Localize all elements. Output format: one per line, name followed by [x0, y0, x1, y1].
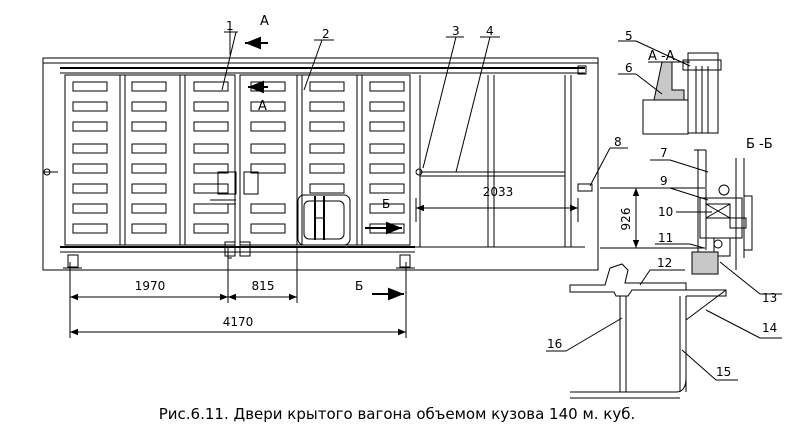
corrugation-cell [131, 101, 167, 112]
callout-5: 5 [625, 29, 633, 43]
corrugation-cell [193, 81, 229, 92]
corrugation-cell [369, 101, 405, 112]
corrugation-cell [72, 121, 108, 132]
corrugation-cell [250, 163, 286, 174]
section-b-marks: Б Б [355, 197, 404, 301]
corrugation-cell [72, 143, 108, 154]
wagon-outline [42, 57, 599, 271]
roller-4 [399, 254, 411, 268]
corrugation-cell [193, 203, 229, 214]
wagon-side-view [42, 57, 599, 271]
corrugation-cell [250, 203, 286, 214]
callout-2: 2 [322, 27, 330, 41]
corrugation-cell [131, 163, 167, 174]
callout-13: 13 [762, 291, 777, 305]
callout-11: 11 [658, 231, 673, 245]
roller-3 [239, 241, 251, 257]
section-bb-title: Б -Б [746, 137, 773, 152]
callout-numbers: 1 2 3 4 5 6 7 8 9 10 11 12 13 14 15 16 [226, 19, 777, 379]
corrugation-cell [369, 163, 405, 174]
section-bb-detail: Б -Б [569, 137, 773, 399]
figure-caption: Рис.6.11. Двери крытого вагона объемом к… [158, 405, 636, 423]
callout-12: 12 [657, 256, 672, 270]
dim-815: 815 [252, 279, 275, 293]
section-b-label-bottom: Б [355, 279, 363, 293]
corrugation-cell [193, 101, 229, 112]
dimensions: 1970 815 4170 2033 926 [69, 185, 705, 338]
dim-2033: 2033 [483, 185, 514, 199]
corrugation-cell [131, 143, 167, 154]
dim-926: 926 [619, 208, 633, 231]
corrugation-cell [309, 143, 345, 154]
section-aa-title: А -А [648, 49, 675, 64]
corrugation-cell [193, 143, 229, 154]
corrugation-cell [193, 163, 229, 174]
callout-14: 14 [762, 321, 777, 335]
corrugation-cell [250, 121, 286, 132]
corrugation-cell [193, 121, 229, 132]
corrugation-cell [309, 101, 345, 112]
section-a-label-top: А [260, 14, 269, 29]
corrugation-cell [72, 163, 108, 174]
corrugation-cell [72, 81, 108, 92]
dim-1970: 1970 [135, 279, 166, 293]
corrugation-cell [309, 121, 345, 132]
corrugation-cell [369, 81, 405, 92]
callout-7: 7 [660, 146, 668, 160]
section-b-label-top: Б [382, 197, 390, 211]
corrugation-cell [369, 183, 405, 194]
corrugation-cell [250, 223, 286, 234]
callout-15: 15 [716, 365, 731, 379]
door-ribs [64, 75, 411, 245]
corrugation-cell [131, 203, 167, 214]
corrugation-cell [309, 183, 345, 194]
dim-4170: 4170 [223, 315, 254, 329]
callout-8: 8 [614, 135, 622, 149]
corrugation-cell [309, 81, 345, 92]
door-corrugations [72, 81, 405, 234]
corrugation-cell [369, 143, 405, 154]
corrugation-cell [131, 81, 167, 92]
corrugation-cell [250, 101, 286, 112]
section-a-marks: А А [229, 14, 269, 114]
callout-6: 6 [625, 61, 633, 75]
section-aa-detail: А -А [642, 49, 722, 135]
callout-9: 9 [660, 174, 668, 188]
section-a-label-bottom: А [258, 99, 267, 114]
door-latch [217, 171, 237, 195]
callout-10: 10 [658, 205, 673, 219]
roller-2 [224, 241, 236, 257]
corrugation-cell [72, 203, 108, 214]
corrugation-cell [131, 121, 167, 132]
corrugation-cell [250, 143, 286, 154]
corrugation-cell [193, 223, 229, 234]
door-lock-housing [297, 194, 351, 246]
callout-3: 3 [452, 24, 460, 38]
roller-1 [67, 254, 79, 268]
callout-1: 1 [226, 19, 234, 33]
corrugation-cell [369, 121, 405, 132]
corrugation-cell [369, 203, 405, 214]
corrugation-cell [72, 101, 108, 112]
callout-16: 16 [547, 337, 562, 351]
corrugation-cell [131, 223, 167, 234]
corrugation-cell [193, 183, 229, 194]
corrugation-cell [72, 183, 108, 194]
corrugation-cell [131, 183, 167, 194]
callout-4: 4 [486, 24, 494, 38]
corrugation-cell [309, 163, 345, 174]
corrugation-cell [72, 223, 108, 234]
left-door [64, 74, 236, 246]
callout-leaders [221, 31, 782, 381]
